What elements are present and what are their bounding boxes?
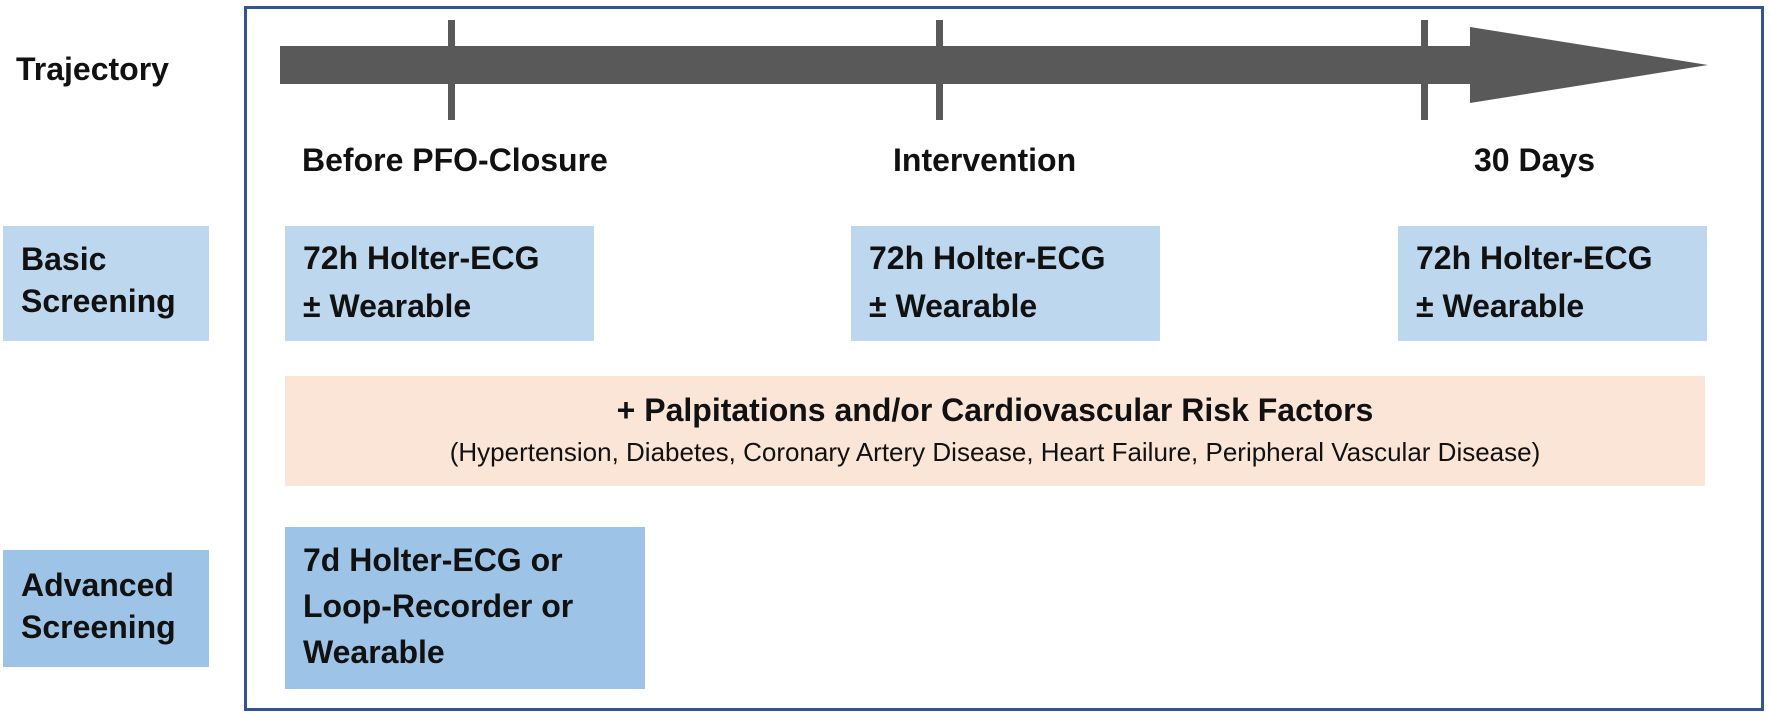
basic-box-before: 72h Holter-ECG ± Wearable xyxy=(285,226,594,341)
advanced-box-line-2: Loop-Recorder or xyxy=(303,588,574,624)
basic-screening-label-line-2: Screening xyxy=(21,283,176,319)
risk-factors-band: + Palpitations and/or Cardiovascular Ris… xyxy=(285,376,1705,486)
basic-screening-label: Basic Screening xyxy=(3,226,209,341)
advanced-screening-label-line-2: Screening xyxy=(21,609,176,645)
advanced-box-line-1: 7d Holter-ECG or xyxy=(303,542,563,578)
basic-box-30-days-line-1: 72h Holter-ECG xyxy=(1416,240,1653,276)
risk-factors-title: + Palpitations and/or Cardiovascular Ris… xyxy=(616,392,1374,428)
risk-factors-subtitle: (Hypertension, Diabetes, Coronary Artery… xyxy=(449,437,1541,467)
basic-box-before-line-2: ± Wearable xyxy=(303,288,472,324)
timeline-tick-30-days xyxy=(1421,20,1428,120)
advanced-screening-label: Advanced Screening xyxy=(3,550,209,667)
trajectory-label: Trajectory xyxy=(16,51,169,87)
timeline-tick-before xyxy=(448,20,455,120)
basic-box-before-line-1: 72h Holter-ECG xyxy=(303,240,540,276)
basic-box-intervention-line-1: 72h Holter-ECG xyxy=(869,240,1106,276)
advanced-screening-box: 7d Holter-ECG or Loop-Recorder or Wearab… xyxy=(285,527,645,689)
basic-box-intervention: 72h Holter-ECG ± Wearable xyxy=(851,226,1160,341)
basic-box-intervention-line-2: ± Wearable xyxy=(869,288,1038,324)
advanced-box-line-3: Wearable xyxy=(303,634,445,670)
basic-screening-label-line-1: Basic xyxy=(21,241,107,277)
timeline-tick-intervention xyxy=(936,20,943,120)
diagram-frame xyxy=(244,6,1764,711)
basic-box-30-days-line-2: ± Wearable xyxy=(1416,288,1585,324)
milestone-30-days: 30 Days xyxy=(1474,142,1595,178)
timeline-arrow xyxy=(280,20,1708,120)
timeline-arrow-shape xyxy=(280,27,1708,103)
advanced-screening-label-line-1: Advanced xyxy=(21,567,174,603)
milestone-before-pfo-closure: Before PFO-Closure xyxy=(302,142,608,178)
milestone-intervention: Intervention xyxy=(893,142,1077,178)
basic-box-30-days: 72h Holter-ECG ± Wearable xyxy=(1398,226,1707,341)
